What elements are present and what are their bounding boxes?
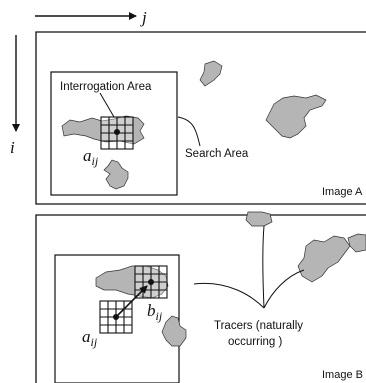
bij-center-dot	[148, 279, 154, 285]
interrogation-area-label: Interrogation Area	[60, 81, 152, 93]
particle	[161, 315, 187, 347]
particle	[103, 159, 129, 190]
aij-label-a: aij	[83, 146, 99, 168]
tracer-leader-lines	[193, 225, 305, 309]
tracers-label-line2: occurring )	[228, 336, 282, 348]
interrogation-window-aij	[100, 116, 134, 150]
particle	[265, 94, 327, 139]
interrogation-leader-line	[99, 92, 115, 118]
bij-label: bij	[147, 301, 163, 323]
j-axis-label: j	[140, 8, 147, 27]
image-b-caption: Image B	[322, 369, 363, 381]
aij-label-b: aij	[82, 327, 98, 349]
particle	[61, 115, 145, 145]
search-area-box-b	[54, 254, 180, 383]
particle	[347, 233, 366, 253]
displacement-arrow	[115, 285, 148, 318]
image-a-caption: Image A	[322, 186, 363, 198]
window-center-dot	[114, 129, 120, 135]
image-b-panel: bij aij Tracers (naturally occurring ) I…	[35, 211, 366, 383]
i-axis-label: i	[10, 138, 15, 157]
search-leader-line	[177, 116, 201, 147]
particle	[297, 235, 351, 283]
particle	[245, 211, 273, 227]
image-a-panel: Interrogation Area aij Search Area Image…	[35, 31, 366, 205]
search-area-box	[50, 71, 178, 196]
tracers-label-line1: Tracers (naturally	[214, 320, 303, 332]
image-a-frame	[35, 31, 366, 205]
particle	[199, 60, 223, 87]
search-area-label: Search Area	[185, 148, 249, 160]
